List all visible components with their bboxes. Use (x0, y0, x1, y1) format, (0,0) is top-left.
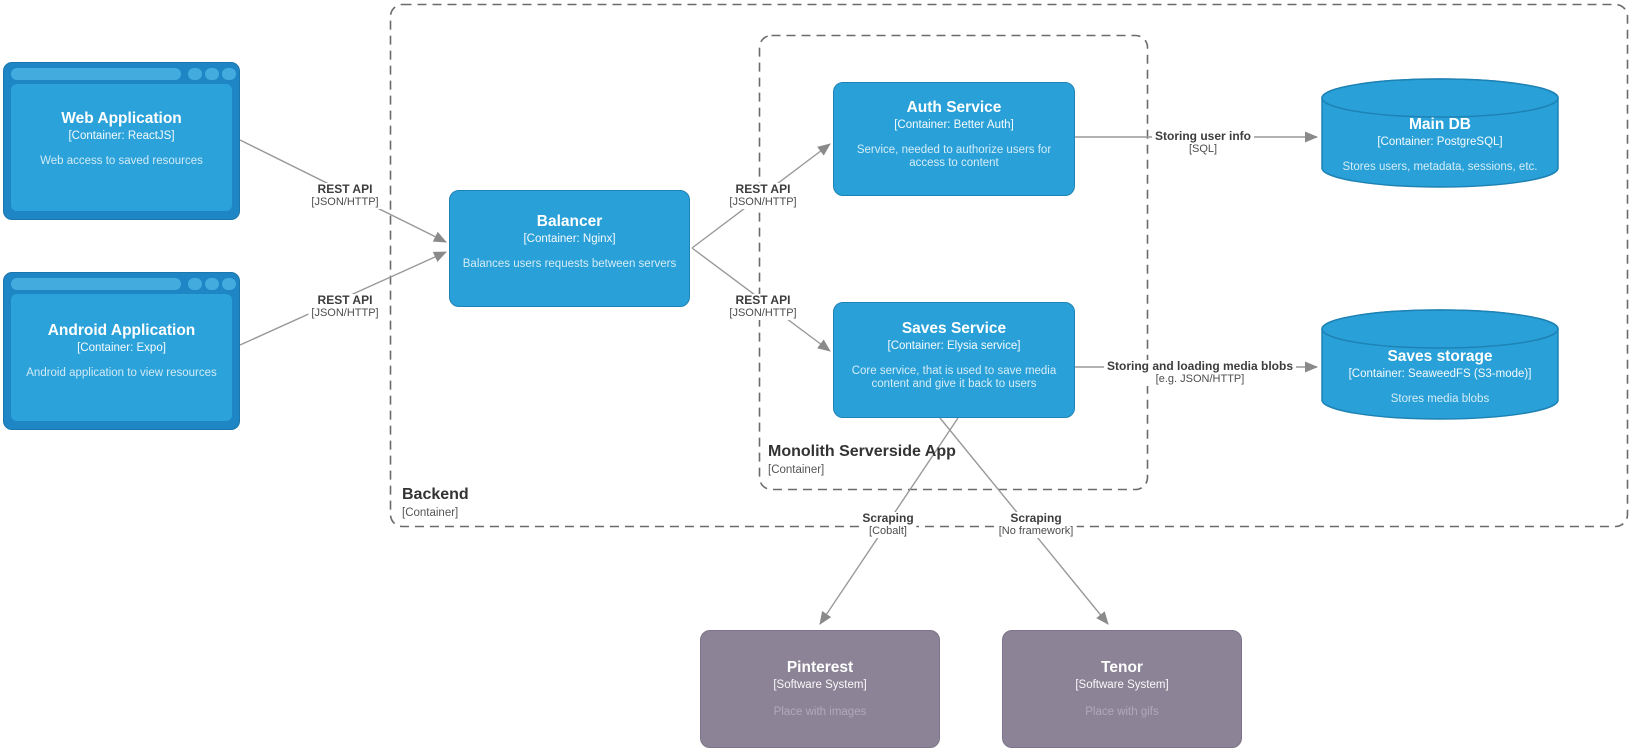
boundary-title: Monolith Serverside App (768, 443, 956, 460)
node-main-db[interactable]: Main DB [Container: PostgreSQL] Stores u… (1320, 77, 1560, 189)
node-title: Android Application (47, 321, 196, 339)
node-title: Web Application (61, 109, 182, 127)
edge-label-android-balancer: REST API [JSON/HTTP] (308, 293, 382, 320)
node-saves-storage[interactable]: Saves storage [Container: SeaweedFS (S3-… (1320, 308, 1560, 421)
edge-label-auth-maindb: Storing user info [SQL] (1152, 130, 1254, 156)
node-title: Auth Service (906, 98, 1002, 116)
node-description: Service, needed to authorize users for a… (856, 143, 1052, 169)
edge-name: REST API (735, 182, 791, 196)
boundary-label-backend: Backend [Container] (402, 486, 469, 520)
node-android-application[interactable]: Android Application [Container: Expo] An… (3, 272, 240, 430)
boundary-type: [Container] (402, 507, 459, 519)
node-description: Core service, that is used to save media… (851, 364, 1057, 390)
edge-tech: [SQL] (1188, 143, 1218, 155)
node-title: Pinterest (786, 659, 854, 676)
node-balancer[interactable]: Balancer [Container: Nginx] Balances use… (449, 190, 690, 307)
node-subtitle: [Container: PostgreSQL] (1377, 136, 1503, 148)
node-subtitle: [Software System] (773, 679, 867, 691)
node-title: Tenor (1101, 659, 1143, 676)
edge-label-saves-storage: Storing and loading media blobs [e.g. JS… (1103, 359, 1297, 386)
boundary-type: [Container] (768, 464, 825, 476)
edge-label-web-balancer: REST API [JSON/HTTP] (308, 182, 382, 209)
node-subtitle: [Container: SeaweedFS (S3-mode)] (1348, 367, 1532, 380)
boundary-label-monolith: Monolith Serverside App [Container] (768, 443, 956, 477)
edge-label-balancer-saves: REST API [JSON/HTTP] (726, 293, 800, 320)
node-description: Balances users requests between servers (462, 257, 677, 270)
edge-tech: [JSON/HTTP] (729, 307, 797, 319)
edge-tech: [No framework] (998, 525, 1074, 537)
node-title: Main DB (1409, 116, 1471, 133)
node-subtitle: [Container: Elysia service] (887, 339, 1021, 352)
edge-label-saves-pinterest: Scraping [Cobalt] (859, 511, 917, 538)
node-description: Web access to saved resources (40, 154, 203, 167)
browser-button (205, 278, 219, 290)
node-auth-service[interactable]: Auth Service [Container: Better Auth] Se… (833, 82, 1075, 196)
edge-tech: [Cobalt] (869, 525, 907, 537)
browser-button (188, 278, 202, 290)
edge-tech: [e.g. JSON/HTTP] (1155, 373, 1245, 385)
node-title: Saves Service (901, 319, 1007, 337)
node-subtitle: [Container: Nginx] (523, 232, 616, 245)
browser-button (188, 68, 202, 80)
browser-button (222, 68, 236, 80)
node-tenor[interactable]: Tenor [Software System] Place with gifs (1002, 630, 1242, 748)
node-description: Android application to view resources (26, 366, 217, 379)
edge-name: Scraping (1010, 511, 1062, 525)
node-subtitle: [Container: ReactJS] (68, 129, 175, 142)
node-subtitle: [Container: Better Auth] (894, 118, 1014, 131)
edge-name: REST API (317, 182, 373, 196)
edge-name: REST API (735, 293, 791, 307)
node-description: Place with images (773, 706, 867, 718)
browser-button (205, 68, 219, 80)
edge-label-saves-tenor: Scraping [No framework] (995, 511, 1077, 538)
edge-tech: [JSON/HTTP] (729, 196, 797, 208)
node-description: Stores media blobs (1390, 392, 1490, 405)
node-description: Stores users, metadata, sessions, etc. (1342, 161, 1538, 173)
node-saves-service[interactable]: Saves Service [Container: Elysia service… (833, 302, 1075, 418)
node-web-application[interactable]: Web Application [Container: ReactJS] Web… (3, 62, 240, 220)
edge-name: Storing and loading media blobs (1106, 359, 1294, 373)
node-subtitle: [Container: Expo] (77, 341, 166, 354)
edge-name: Scraping (862, 511, 914, 525)
edge-label-balancer-auth: REST API [JSON/HTTP] (726, 182, 800, 209)
browser-button (222, 278, 236, 290)
node-description: Place with gifs (1085, 706, 1159, 718)
node-subtitle: [Software System] (1075, 679, 1169, 691)
edge-tech: [JSON/HTTP] (311, 307, 379, 319)
browser-address-bar (11, 68, 181, 80)
node-title: Balancer (536, 212, 603, 230)
boundary-title: Backend (402, 486, 469, 503)
node-title: Saves storage (1387, 347, 1493, 365)
browser-address-bar (11, 278, 181, 290)
node-pinterest[interactable]: Pinterest [Software System] Place with i… (700, 630, 940, 748)
edge-tech: [JSON/HTTP] (311, 196, 379, 208)
edge-name: REST API (317, 293, 373, 307)
edge-name: Storing user info (1155, 129, 1251, 143)
